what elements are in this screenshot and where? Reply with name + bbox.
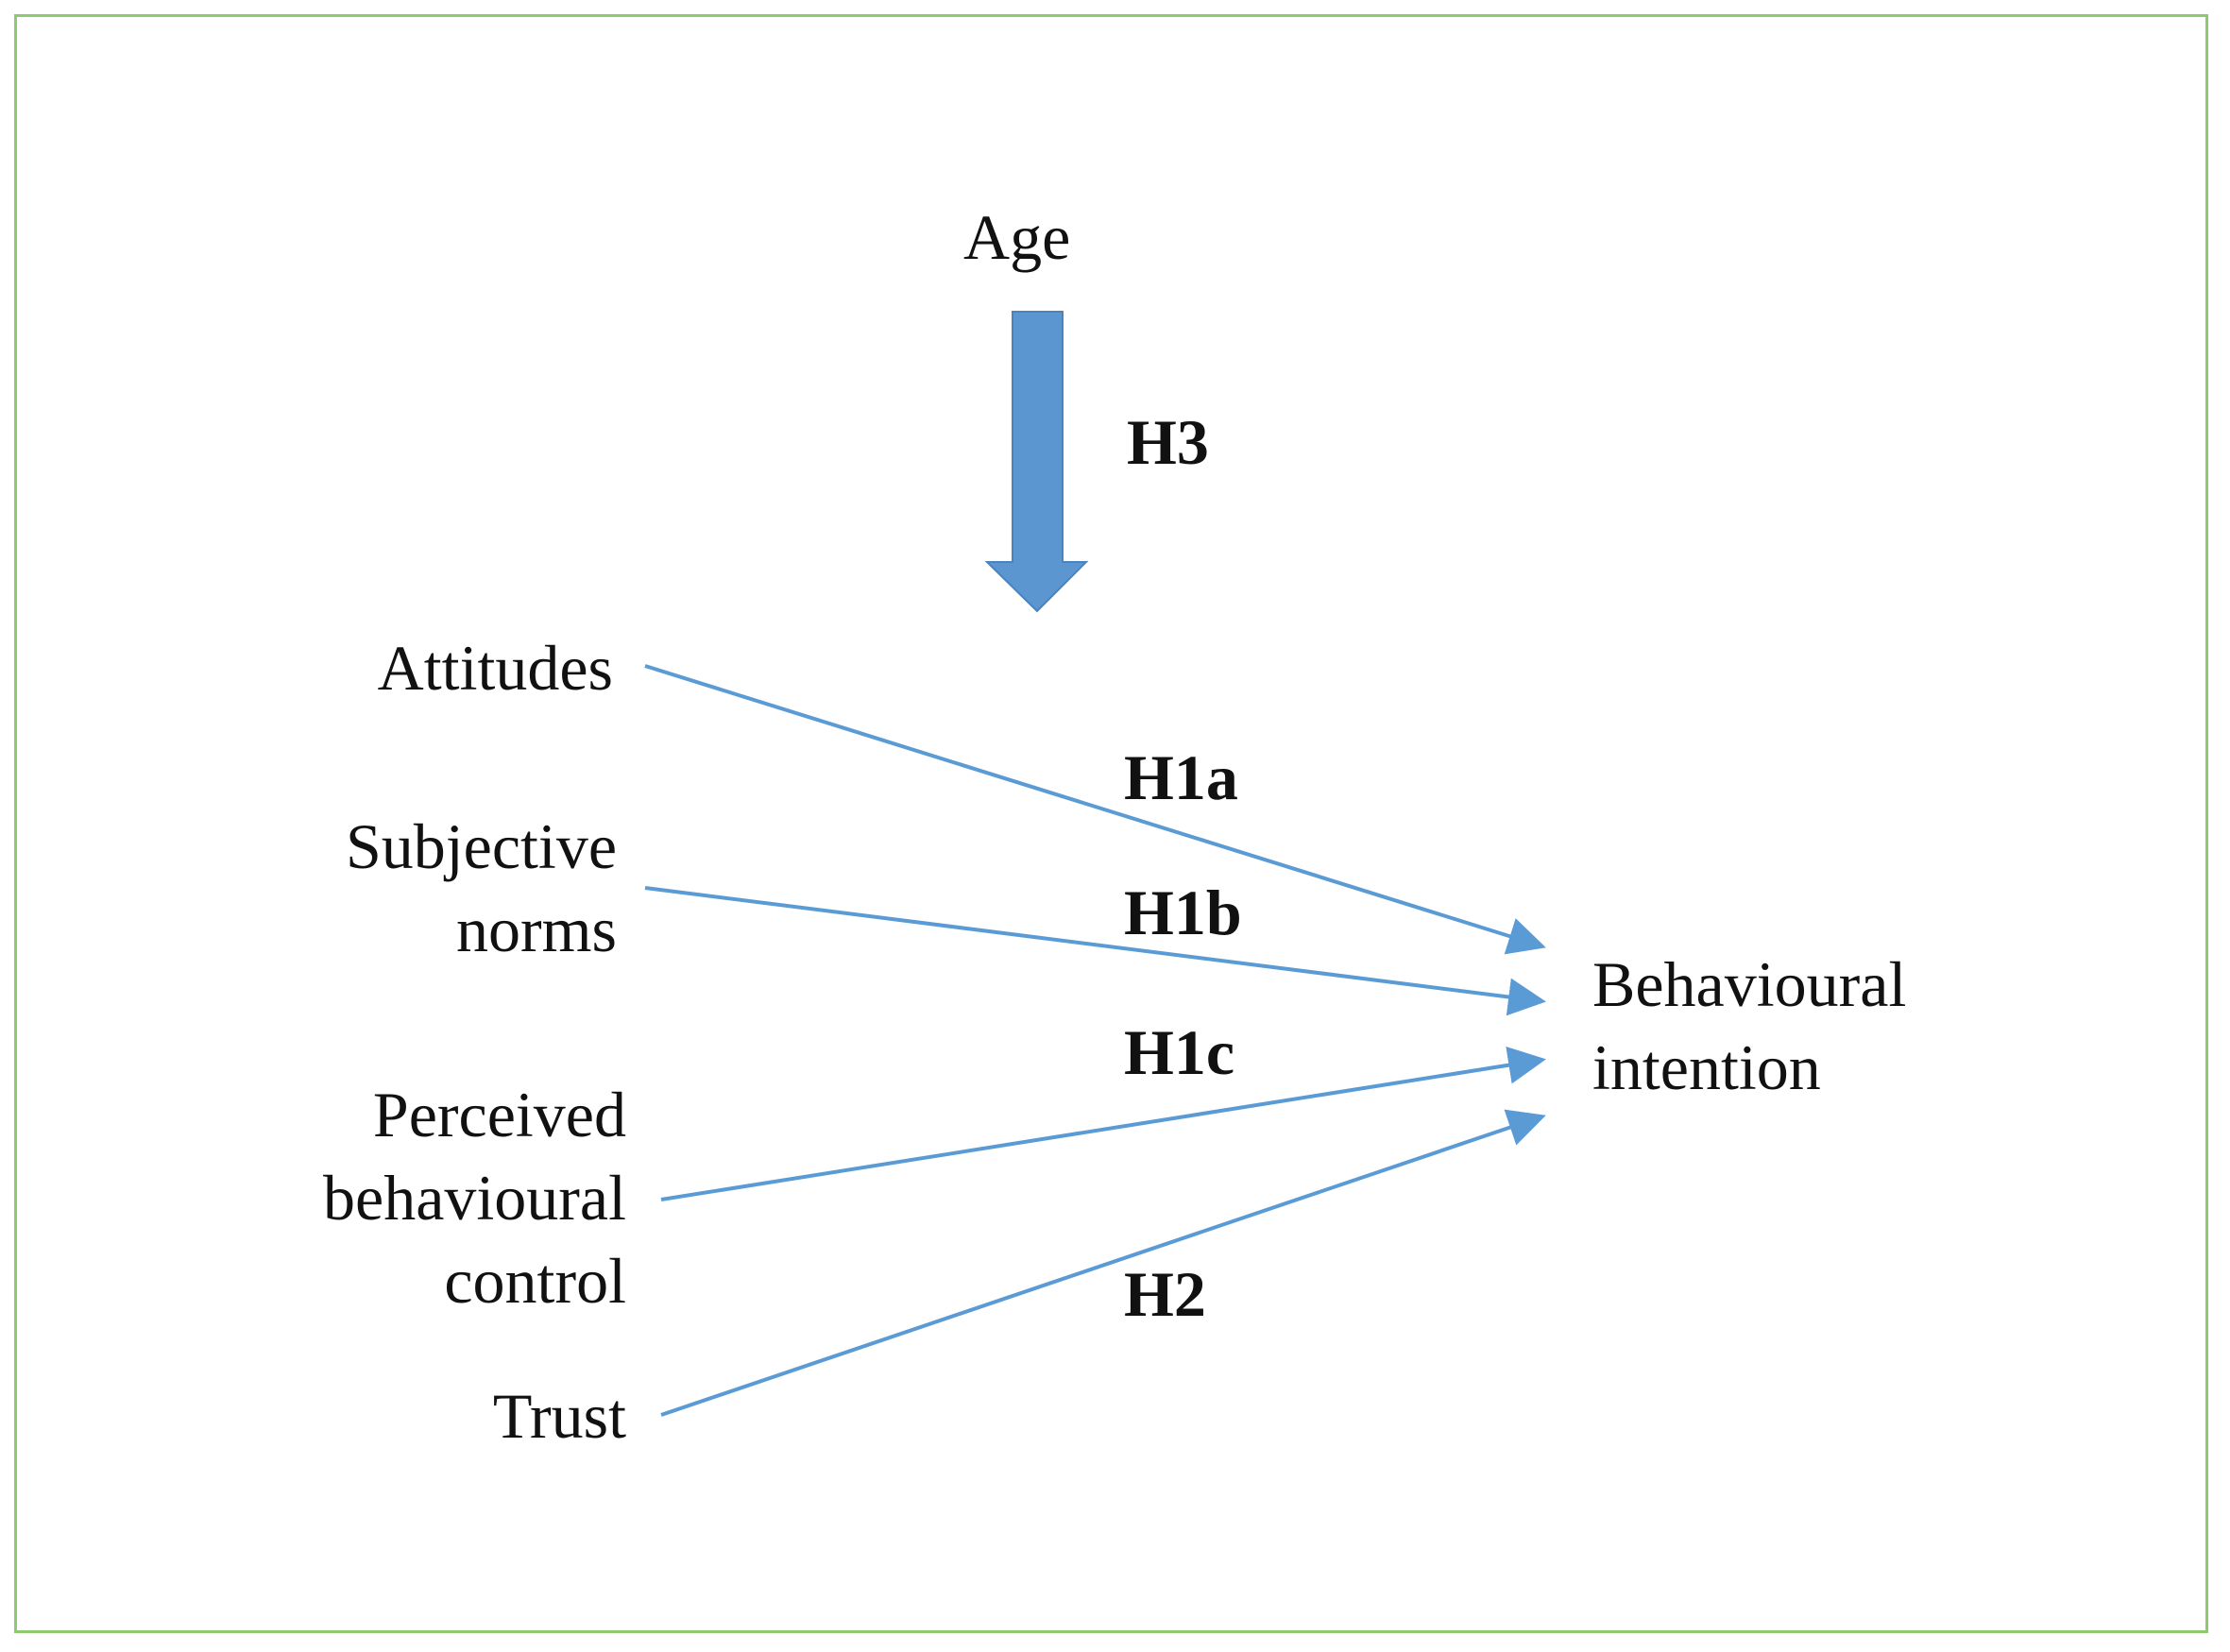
trust-to-intention-arrow (660, 1109, 1546, 1417)
subjective-norms-line-2: norms (456, 894, 617, 965)
hypothesis-h1c-text: H1c (1124, 1016, 1235, 1088)
behavioural-intention-label: Behavioural intention (1592, 943, 1906, 1109)
hypothesis-h2-text: H2 (1124, 1258, 1206, 1330)
attitudes-to-intention-arrow (644, 664, 1546, 955)
age-moderation-arrow (984, 311, 1089, 613)
hypothesis-h1a-text: H1a (1124, 741, 1238, 813)
hypothesis-h1c-label: H1c (1124, 1014, 1234, 1090)
age-label: Age (963, 196, 1070, 279)
behavioural-intention-line-2: intention (1592, 1031, 1821, 1103)
hypothesis-h1b-text: H1b (1124, 877, 1242, 948)
hypothesis-h3-label: H3 (1127, 404, 1209, 480)
trust-line-1: Trust (492, 1380, 626, 1452)
trust-label: Trust (493, 1374, 626, 1457)
hypothesis-h1a-label: H1a (1124, 740, 1238, 815)
subjective-norms-label: Subjective norms (346, 805, 617, 971)
pbc-line-2: behavioural (323, 1162, 626, 1234)
pbc-to-intention-arrow (660, 1046, 1546, 1201)
subjective-norms-line-1: Subjective (345, 810, 617, 882)
figure-frame (14, 14, 2208, 1633)
pbc-line-3: control (444, 1245, 626, 1317)
hypothesis-h3-text: H3 (1127, 406, 1209, 478)
hypothesis-h1b-label: H1b (1124, 875, 1242, 950)
attitudes-label: Attitudes (378, 626, 613, 709)
behavioural-intention-line-1: Behavioural (1592, 948, 1907, 1020)
perceived-behavioural-control-label: Perceived behavioural control (323, 1073, 626, 1322)
pbc-line-1: Perceived (372, 1079, 626, 1150)
age-label-text: Age (963, 201, 1071, 273)
hypothesis-h2-label: H2 (1124, 1256, 1206, 1332)
attitudes-line-1: Attitudes (377, 632, 613, 704)
subjective-norms-to-intention-arrow (644, 886, 1546, 1016)
